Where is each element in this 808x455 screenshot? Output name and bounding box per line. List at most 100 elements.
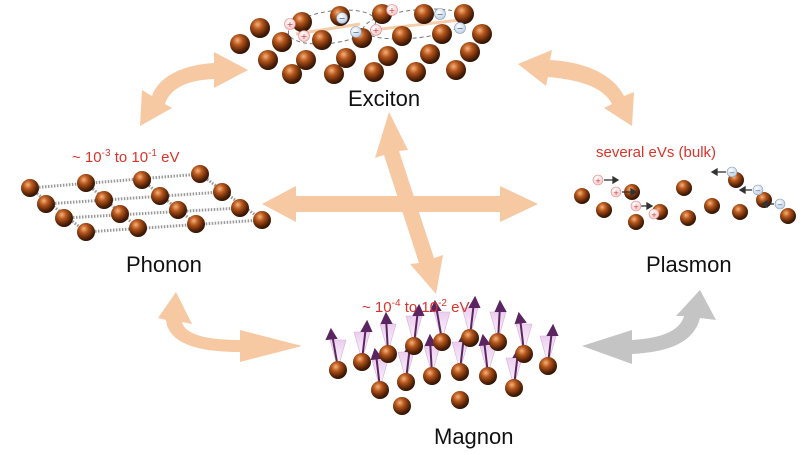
label-plasmon: Plasmon (646, 252, 732, 277)
spin-arrow-head (478, 333, 491, 347)
svg-text:+: + (373, 26, 380, 35)
hole: + (298, 30, 310, 42)
svg-text:+: + (633, 203, 639, 211)
energy-magnon: ~ 10-4 to 10-2 eV (362, 298, 470, 316)
spin-arrow-head (468, 295, 481, 308)
spin-arrow-head (370, 347, 383, 361)
svg-text:+: + (651, 211, 657, 219)
atom (230, 34, 250, 54)
atom (133, 171, 151, 189)
atom (446, 60, 466, 80)
atom (420, 44, 440, 64)
atom (111, 205, 129, 223)
svg-text:+: + (595, 177, 601, 185)
svg-text:+: + (613, 189, 619, 197)
svg-text:−: − (437, 10, 444, 19)
atom (378, 46, 398, 66)
atom (405, 337, 423, 355)
svg-text:−: − (755, 187, 761, 195)
atom (539, 357, 557, 375)
spin-arrow-head (429, 299, 442, 313)
double-arrow-exciton-magnon (375, 112, 443, 294)
phonon-atoms (21, 165, 271, 241)
atom (406, 62, 426, 82)
atom (461, 329, 479, 347)
spring (45, 190, 223, 206)
hole: + (630, 200, 642, 212)
electron: − (336, 12, 348, 24)
atom (676, 180, 692, 196)
atom (169, 201, 187, 219)
atom (732, 204, 748, 220)
hole: + (370, 24, 382, 36)
curved-arrow-phonon-magnon (158, 292, 302, 362)
atom (353, 353, 371, 371)
atom (296, 50, 316, 70)
atom (77, 174, 95, 192)
atom (258, 50, 278, 70)
atom (379, 345, 397, 363)
atom (253, 211, 271, 229)
label-phonon: Phonon (126, 252, 202, 277)
spin-arrow-head (494, 299, 507, 312)
atom (393, 397, 411, 415)
electron: − (454, 22, 466, 34)
atom (191, 165, 209, 183)
precession-cone (479, 345, 497, 376)
atom (505, 379, 523, 397)
hole: + (284, 18, 296, 30)
svg-text:+: + (287, 20, 294, 29)
exciton-binding (371, 18, 461, 32)
atom (37, 195, 55, 213)
spin-arrow-head (360, 319, 373, 332)
precession-cone (371, 359, 389, 390)
atom (515, 345, 533, 363)
spring (63, 206, 241, 220)
atom (454, 4, 474, 24)
atom (460, 42, 480, 62)
spin-arrow-head (380, 311, 393, 324)
spring (29, 172, 201, 190)
svg-text:+: + (301, 32, 308, 41)
motion-arrow-head (738, 185, 746, 195)
electron: − (350, 26, 362, 38)
energy-plasmon: several eVs (bulk) (596, 144, 717, 161)
atom (397, 373, 415, 391)
svg-text:−: − (457, 24, 464, 33)
atom (272, 32, 292, 52)
atom (432, 24, 452, 44)
atom (95, 191, 113, 209)
connector-arrows (140, 50, 716, 364)
electron: − (726, 166, 738, 178)
electron: − (774, 198, 786, 210)
spring (29, 186, 87, 234)
atom (55, 209, 73, 227)
motion-arrow-head (760, 199, 768, 209)
atom (292, 12, 312, 32)
spring (141, 178, 197, 226)
label-magnon: Magnon (434, 424, 514, 449)
atom (371, 381, 389, 399)
atom (596, 202, 612, 218)
spin-arrow-head (412, 303, 425, 316)
atom (423, 367, 441, 385)
spin-arrow-head (424, 333, 437, 346)
atom (433, 333, 451, 351)
motion-arrow-head (710, 167, 718, 177)
label-exciton: Exciton (348, 86, 421, 111)
svg-text:−: − (777, 201, 783, 209)
atom (489, 333, 507, 351)
atom (213, 183, 231, 201)
atom (704, 198, 720, 214)
exciton-lattice: + + − − + + − − (230, 4, 492, 84)
atom (129, 219, 147, 237)
atom (77, 223, 95, 241)
curved-arrow-exciton-plasmon (518, 50, 634, 126)
svg-text:−: − (353, 28, 360, 37)
atom (392, 26, 412, 46)
atom (780, 208, 796, 224)
spring (199, 172, 263, 222)
curved-arrow-magnon-plasmon (582, 290, 716, 364)
motion-arrow-head (646, 201, 654, 211)
